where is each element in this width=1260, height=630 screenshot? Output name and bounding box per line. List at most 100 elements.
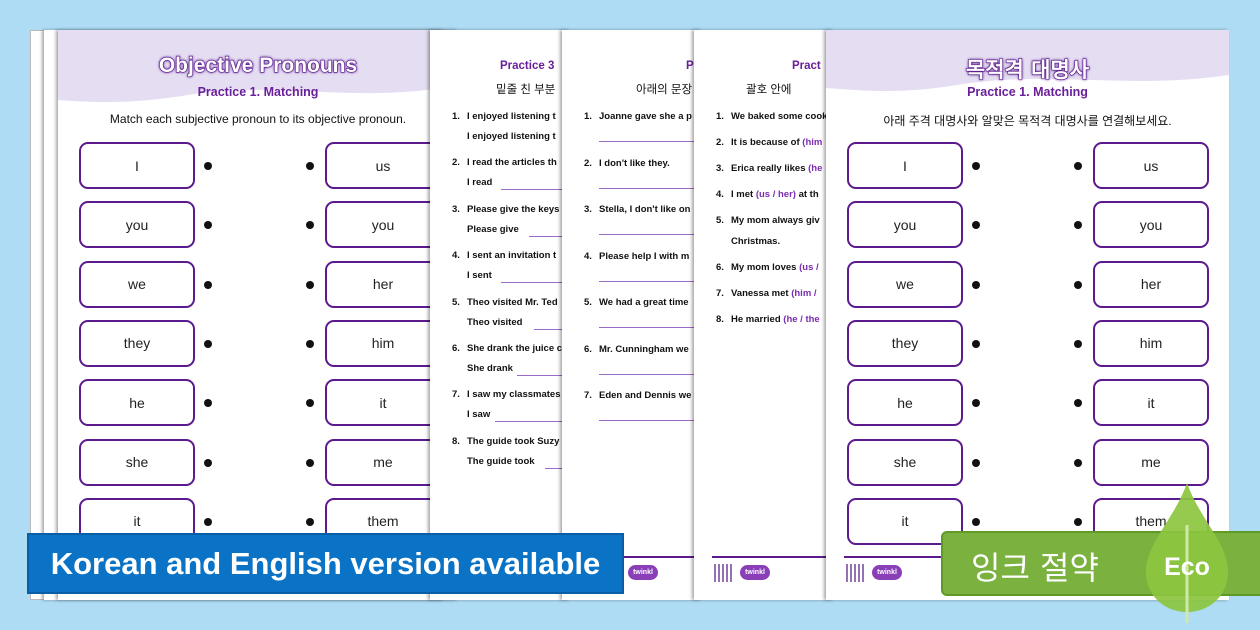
item-answer-prefix: I enjoyed listening t [467, 131, 556, 142]
item-number: 2. [452, 157, 460, 169]
answer-line[interactable] [599, 187, 702, 189]
match-dot [204, 517, 212, 526]
subject-pronoun-box[interactable]: she [847, 438, 963, 486]
match-dot [972, 399, 980, 408]
object-pronoun-box[interactable]: you [1093, 201, 1209, 249]
answer-line[interactable] [599, 234, 702, 235]
item-sentence: He married (he / the [731, 314, 820, 325]
object-pronoun-box[interactable]: us [325, 142, 441, 189]
subject-pronoun-box[interactable]: she [79, 438, 195, 486]
item-number: 7. [452, 389, 460, 401]
footer-line [712, 556, 834, 558]
item-number: 8. [716, 314, 724, 325]
match-dot [1074, 458, 1082, 467]
subject-pronoun-box[interactable]: they [79, 319, 195, 367]
answer-line[interactable] [599, 373, 702, 375]
item-sentence: Please help I with m [599, 250, 690, 262]
leaf-icon: Eco [1145, 483, 1229, 623]
item-sentence: Mr. Cunningham we [599, 343, 689, 355]
item-sentence: My mom always giv [731, 215, 820, 226]
subject-pronoun-box[interactable]: I [847, 142, 963, 189]
item-number: 7. [716, 288, 724, 299]
version-banner: Korean and English version available [27, 533, 624, 594]
item-answer-prefix: I read [467, 177, 493, 189]
worksheet-instruction: 아래 주격 대명사와 알맞은 목적격 대명사를 연결해보세요. [883, 114, 1172, 128]
object-pronoun-box[interactable]: me [1093, 438, 1209, 486]
object-pronoun-box[interactable]: it [325, 379, 441, 427]
item-answer-prefix: I sent [467, 270, 492, 282]
item-number: 6. [452, 343, 460, 354]
match-dot [204, 162, 212, 170]
item-sentence: I don't like they. [599, 157, 670, 169]
item-sentence: We had a great time [599, 297, 689, 308]
match-dot [204, 221, 212, 230]
item-sentence: I met (us / her) at th [731, 189, 819, 200]
object-pronoun-box[interactable]: me [325, 438, 441, 486]
item-sentence: Stella, I don't like on [599, 204, 691, 215]
worksheet-subtitle: Practice 1. Matching [197, 85, 319, 99]
item-sentence: I sent an invitation t [467, 250, 557, 262]
sentence-text: Vanessa met [731, 288, 792, 299]
match-dot [972, 517, 980, 526]
choice-options: (him [802, 137, 823, 148]
item-sentence: Vanessa met (him / [731, 288, 817, 299]
qr-code-icon [714, 564, 732, 582]
object-pronoun-box[interactable]: you [325, 201, 441, 249]
answer-line[interactable] [599, 280, 702, 282]
match-dot [972, 162, 980, 170]
subject-pronoun-box[interactable]: they [847, 319, 963, 367]
sentence-text: He married [731, 314, 784, 325]
item-number: 5. [584, 297, 592, 308]
answer-line[interactable] [495, 421, 570, 423]
worksheet-english-matching: Objective Pronouns Practice 1. Matching … [58, 30, 458, 600]
object-pronoun-box[interactable]: her [1093, 260, 1209, 308]
match-dot [1074, 399, 1082, 408]
item-sentence: Christmas. [731, 236, 780, 247]
sentence-text: It is because of [731, 137, 803, 148]
subject-pronoun-box[interactable]: he [847, 379, 963, 427]
subject-pronoun-box[interactable]: I [79, 142, 195, 189]
item-sentence: It is because of (him [731, 137, 822, 148]
answer-line[interactable] [599, 420, 702, 421]
match-dot [1074, 221, 1082, 230]
item-number: 7. [584, 390, 592, 401]
twinkl-logo: twinkl [872, 565, 902, 580]
answer-line[interactable] [500, 189, 570, 191]
item-number: 2. [584, 157, 592, 169]
item-sentence: She drank the juice c [467, 343, 563, 354]
answer-line[interactable] [599, 327, 702, 328]
match-dot [306, 517, 314, 526]
worksheet-instruction: Match each subjective pronoun to its obj… [109, 112, 407, 126]
item-number: 1. [452, 111, 460, 122]
object-pronoun-box[interactable]: him [1093, 319, 1209, 367]
match-dot [1074, 280, 1082, 289]
subject-pronoun-box[interactable]: we [847, 260, 963, 308]
choice-options: (he / the [783, 314, 820, 325]
match-dot [1074, 339, 1082, 348]
subject-pronoun-box[interactable]: you [79, 201, 195, 249]
object-pronoun-box[interactable]: him [325, 319, 441, 367]
object-pronoun-box[interactable]: her [325, 260, 441, 308]
answer-line[interactable] [534, 328, 570, 330]
choice-options: (us / her) [755, 189, 796, 200]
eco-label: Eco [1164, 553, 1210, 581]
answer-line[interactable] [500, 282, 570, 284]
item-answer-prefix: She drank [467, 363, 513, 374]
sentence-text: My mom loves [731, 262, 800, 273]
subject-pronoun-box[interactable]: we [79, 260, 195, 308]
answer-line[interactable] [545, 467, 570, 469]
answer-line[interactable] [517, 375, 570, 376]
header-wave [58, 30, 458, 103]
answer-line[interactable] [599, 141, 702, 142]
match-dot [204, 399, 212, 408]
object-pronoun-box[interactable]: us [1093, 142, 1209, 189]
answer-line[interactable] [528, 235, 570, 237]
item-sentence: I enjoyed listening t [467, 111, 556, 122]
item-sentence: I read the articles th [467, 157, 557, 169]
object-pronoun-box[interactable]: it [1093, 379, 1209, 427]
item-sentence: The guide took Suzy [467, 435, 560, 447]
subject-pronoun-box[interactable]: he [79, 379, 195, 427]
subject-pronoun-box[interactable]: you [847, 201, 963, 249]
